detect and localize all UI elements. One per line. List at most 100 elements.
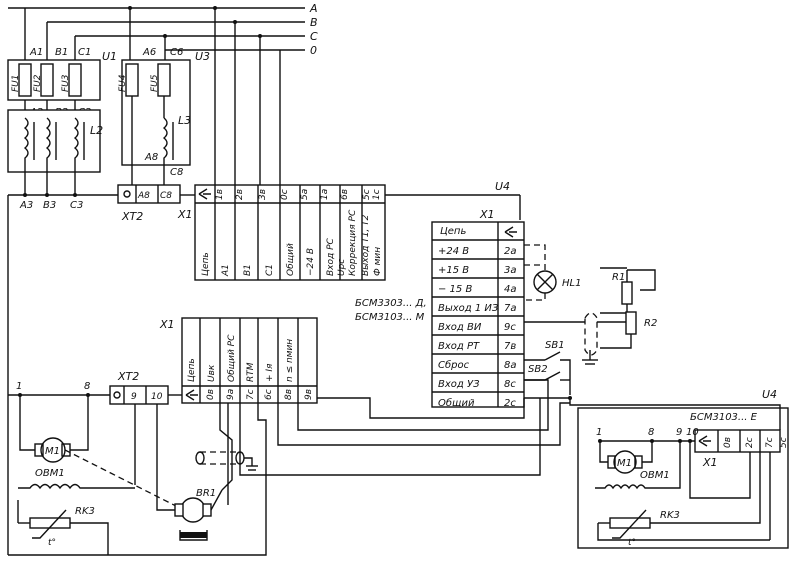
u4-row-pin: 2с (504, 398, 516, 409)
u4b-pin-2: 7с (765, 437, 775, 448)
xt2-bottom: XT2 9 10 (109, 370, 182, 485)
u4b-model: БСМ3103... Е (690, 412, 758, 423)
u4-x1-name: X1 (479, 208, 495, 221)
x1-top-label-3: С1 (265, 264, 275, 276)
u4b-x1-name: X1 (702, 456, 718, 469)
x1-top-pin-1: 1в (215, 189, 225, 200)
x1-top-label-5: −24 В (306, 248, 316, 276)
x1-top-pin-6: 1а (320, 189, 330, 200)
u4-row-pin: 4а (504, 284, 517, 295)
r2-label: R2 (644, 318, 657, 329)
u1-a1-label: A1 (29, 47, 43, 58)
u3-coil-label: L3 (178, 114, 191, 127)
x1-bottom-label-4: + Iя (265, 363, 275, 382)
x1-top-pin-7: 6в (340, 189, 350, 200)
fuse-fu3 (68, 63, 82, 97)
sb2-label: SB2 (528, 364, 548, 375)
fu4-label: FU4 (118, 74, 128, 92)
u4-row-label: +24 В (438, 246, 469, 257)
br1-label: BR1 (196, 488, 216, 499)
u4b-node-10: 10 (686, 427, 699, 438)
u4b-node-9: 9 (676, 427, 682, 438)
x1-bottom-label-0: Цепь (187, 358, 197, 382)
resistor-r2 (625, 311, 637, 335)
u3-c6-label: C6 (170, 47, 183, 58)
u4b-rk3-t: t° (628, 538, 636, 548)
x1-top-pin-8: 5с (362, 189, 372, 200)
motor-node-1: 1 (16, 381, 22, 392)
u4-row-label: Сброс (438, 359, 470, 371)
rk3-left-t: t° (48, 538, 56, 548)
x1-bottom-label-3: RТМ (246, 362, 256, 382)
x1-bottom-pin-4: 8в (284, 389, 294, 400)
x1-top-pin-9: 1с (372, 189, 382, 200)
x1-bottom-pin-3: 6с (264, 389, 274, 400)
phase-a-label: A (309, 2, 318, 15)
u3-name: U3 (195, 50, 210, 63)
u4b-node-1: 1 (596, 427, 602, 438)
u4b-pin-1: 2с (745, 437, 755, 448)
br1-icon (180, 497, 206, 523)
u4-row-pin: 7а (504, 303, 517, 314)
x1-top-pin-5: 5а (300, 189, 310, 200)
fu3-label: FU3 (61, 74, 71, 92)
u1-a3-label: A3 (19, 200, 33, 211)
field-ovm1-label: ОВМ1 (35, 468, 65, 479)
x1-top-label-6: Вход РС (326, 237, 336, 276)
xt2-top-pin-c8: C8 (160, 191, 172, 201)
fuse-fu2 (40, 63, 54, 97)
u4-row-pin: 3а (504, 265, 517, 276)
u4b-motor-label: M1 (617, 458, 632, 469)
u4b-pin-3: 5с (779, 437, 789, 448)
u4-model-1: БСМ3303... Д, (355, 298, 427, 309)
motor-m1-label: M1 (45, 446, 60, 457)
u1-b1-label: B1 (55, 47, 68, 58)
fu2-label: FU2 (33, 74, 43, 92)
u4b-name: U4 (762, 388, 777, 401)
x1-bottom-connector: X1 Цепь Uвк Общий РС RТМ + Iя n ≤ nмин 0… (159, 317, 318, 404)
rk3-left-label: RK3 (75, 506, 95, 517)
u4-row-pin: 2а (504, 246, 517, 257)
u3-a8-label: A8 (144, 152, 158, 163)
u4-row-label: Вход РТ (438, 341, 480, 352)
motor-m1-left: M1 ОВМ1 (18, 395, 181, 509)
u4b-rk3-label: RK3 (660, 510, 680, 521)
phase-b-label: B (310, 16, 318, 29)
x1-top-label-0: Цепь (201, 252, 211, 276)
u4-row-label: +15 В (438, 265, 469, 276)
u4-row-label: Вход УЗ (438, 379, 480, 390)
buttons-sb: SB1 SB2 (524, 340, 572, 400)
x1-top-label-8: Коррекция РС (348, 209, 358, 276)
u1-c1-label: C1 (78, 47, 91, 58)
xt2-top-name: XT2 (121, 210, 143, 223)
u4-row-label: Выход 1 ИЗ (438, 303, 499, 314)
x1-bottom-pin-1: 9а (226, 389, 236, 400)
x1-bottom-label-1: Uвк (207, 364, 217, 382)
u4b-pin-0: 0в (723, 437, 733, 448)
u4-row-pin: 7в (504, 341, 516, 352)
x1-top-pin-4: 0с (280, 189, 290, 200)
xt2-top-pin-a8: A8 (137, 191, 150, 201)
u4b-field-label: ОВМ1 (640, 470, 670, 481)
u1-name: U1 (102, 50, 117, 63)
u1-c3-label: C3 (70, 200, 83, 211)
hl1-label: HL1 (562, 278, 581, 289)
phase-0-label: 0 (310, 44, 317, 57)
fuse-fu1 (18, 63, 32, 97)
u4-header-label: Цепь (440, 226, 466, 237)
x1-top-name: X1 (177, 208, 193, 221)
tachogenerator-br1: BR1 (156, 440, 223, 541)
x1-top-pin-2: 2в (235, 189, 245, 200)
x1-top-label-4: Общий (286, 243, 296, 276)
thermistor-rk3-left: RK3 t° (17, 500, 109, 555)
u3-block: A6 C6 U3 FU4 FU5 L3 A8 C8 (118, 47, 210, 185)
x1-top-label-10: Ф мин (373, 247, 383, 276)
motor-node-8: 8 (84, 381, 90, 392)
r1-label: R1 (612, 272, 625, 283)
u3-c8-label: C8 (170, 167, 183, 178)
lower-wiring (8, 379, 781, 556)
u4b-node-8: 8 (648, 427, 654, 438)
x1-bottom-pin-0: 0в (206, 389, 216, 400)
u4b-block: U4 БСМ3103... Е 0в 2с 7с 5с X1 1 8 9 10 … (577, 388, 789, 549)
